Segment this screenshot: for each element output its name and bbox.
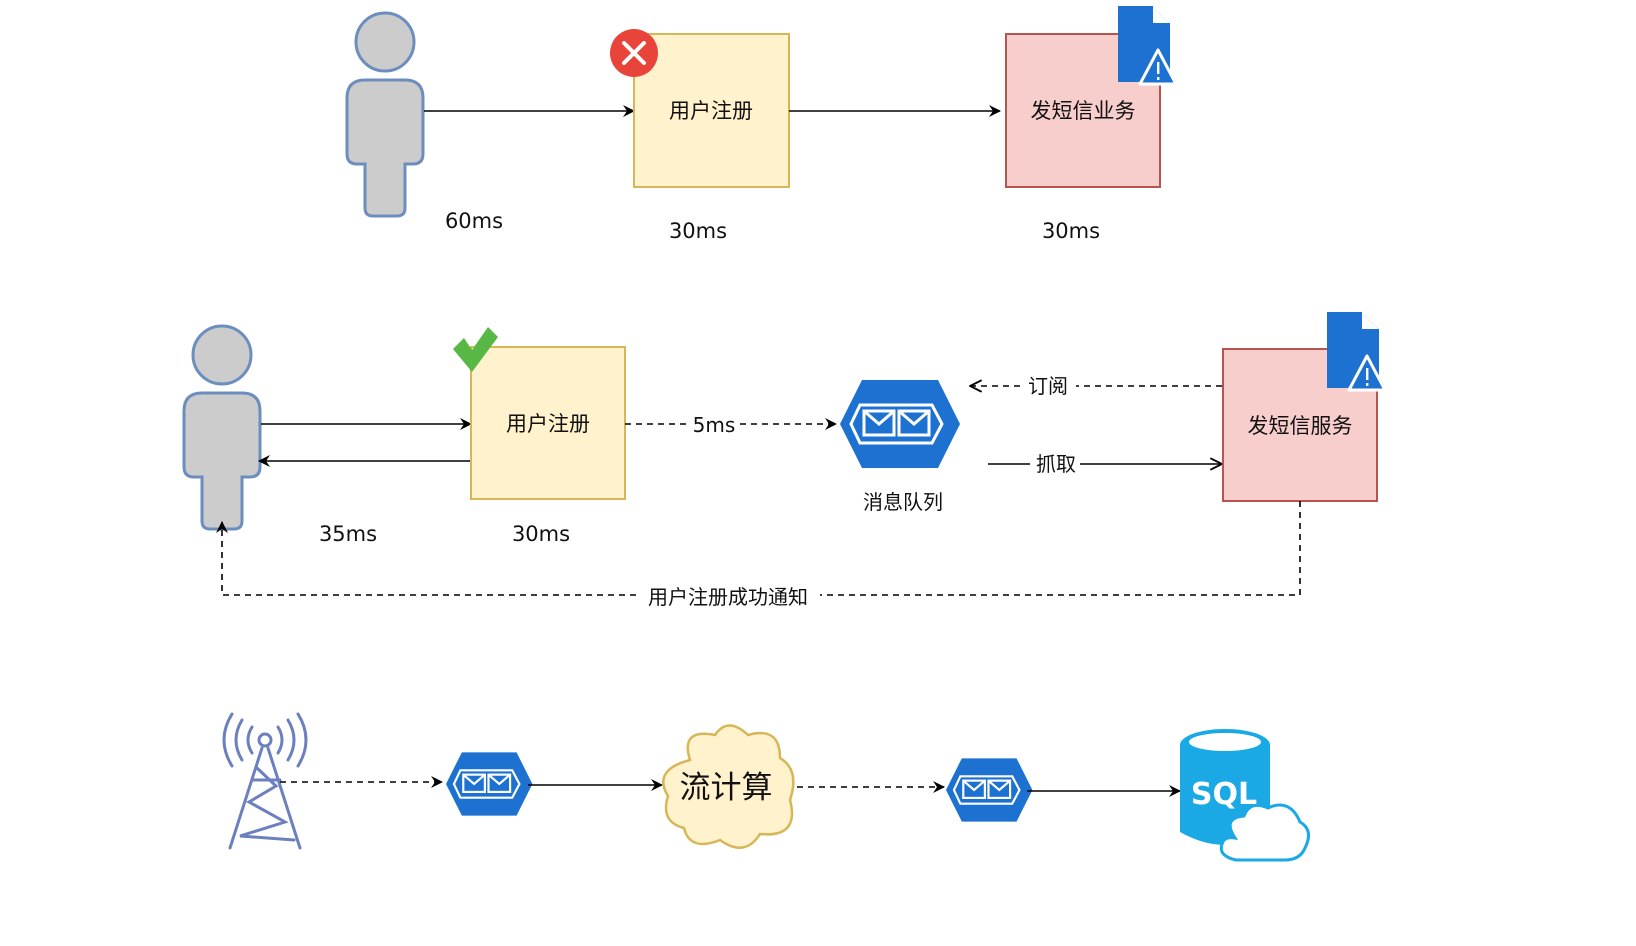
- row1-register-box[interactable]: [633, 33, 790, 188]
- row2-time-register: 30ms: [512, 522, 570, 546]
- row1-sms-label: 发短信业务: [1031, 99, 1136, 123]
- row2-edge-subscribe-label: 订阅: [1028, 374, 1068, 398]
- sql-database-icon[interactable]: [1180, 729, 1311, 862]
- row1-register-label: 用户注册: [669, 99, 753, 123]
- queue-icon[interactable]: [944, 757, 1034, 823]
- row1-time-register: 30ms: [669, 219, 727, 243]
- row2-edge-5ms-label: 5ms: [693, 413, 736, 437]
- row1-time-user: 60ms: [445, 209, 503, 233]
- cloud-shape[interactable]: [662, 724, 795, 849]
- document-warning-icon: [1116, 4, 1178, 86]
- row2-register-box[interactable]: [470, 346, 626, 500]
- queue-icon[interactable]: [444, 751, 534, 817]
- row2-edge-fetch-label: 抓取: [1036, 452, 1076, 476]
- error-icon: [610, 29, 658, 77]
- row3-sql-label: SQL: [1191, 777, 1257, 812]
- row1-user-icon: [345, 11, 425, 218]
- row2-edge-notify: [820, 501, 1301, 596]
- row2-edge-notify-tail: [216, 521, 636, 596]
- row3-cloud-label: 流计算: [680, 770, 773, 806]
- row2-user-icon: [182, 324, 262, 531]
- row2-edge-notify-label: 用户注册成功通知: [648, 585, 808, 609]
- tower-icon: [222, 712, 308, 850]
- row2-time-user: 35ms: [319, 522, 377, 546]
- row1-time-sms: 30ms: [1042, 219, 1100, 243]
- row2-queue-label: 消息队列: [863, 490, 943, 514]
- queue-icon[interactable]: [838, 378, 962, 470]
- row2-register-label: 用户注册: [506, 412, 590, 436]
- check-icon: [453, 327, 498, 372]
- row2-sms-label: 发短信服务: [1248, 414, 1353, 438]
- document-warning-icon: [1325, 310, 1387, 392]
